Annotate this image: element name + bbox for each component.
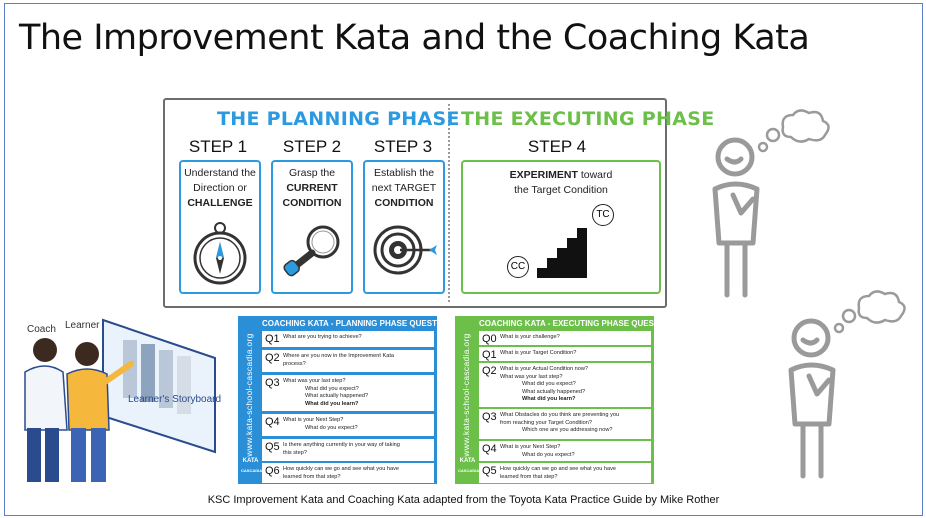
executing-questions-header: COACHING KATA - EXECUTING PHASE QUESTION… <box>479 319 679 328</box>
executing-q5: Q5 How quickly can we go and see what yo… <box>479 463 651 483</box>
step-3-line3: CONDITION <box>374 197 434 209</box>
coach-label: Coach <box>27 324 56 335</box>
executing-q4: Q4 What is your Next Step?What do you ex… <box>479 441 651 461</box>
planning-questions-header: COACHING KATA - PLANNING PHASE QUESTIONS <box>262 319 457 328</box>
step-3-card: Establish the next TARGET CONDITION <box>363 160 445 294</box>
improvement-kata-diagram: THE PLANNING PHASE THE EXECUTING PHASE S… <box>163 98 714 308</box>
slide-title: The Improvement Kata and the Coaching Ka… <box>19 18 810 58</box>
step-3-line2: next TARGET <box>371 182 437 194</box>
coaching-planning-card: COACHING KATA - PLANNING PHASE QUESTIONS… <box>238 316 457 484</box>
slide: The Improvement Kata and the Coaching Ka… <box>4 3 923 516</box>
thinking-person-icon <box>788 290 906 479</box>
coach-learner-illustration <box>24 318 216 482</box>
step-3-label: STEP 3 <box>373 137 433 156</box>
current-condition-badge: CC <box>507 256 529 278</box>
step-2-line1: Grasp the <box>288 167 336 179</box>
phase-divider <box>448 104 450 302</box>
planning-q6: Q6 How quickly can we go and see what yo… <box>262 463 434 483</box>
executing-phase-title: THE EXECUTING PHASE <box>461 108 715 130</box>
step-4-line2: the Target Condition <box>514 184 608 196</box>
step-1-label: STEP 1 <box>188 137 248 156</box>
executing-side-url: www.kata-school-cascadia.org <box>461 333 471 457</box>
target-icon <box>373 225 437 275</box>
step-4-label: STEP 4 <box>527 137 587 156</box>
step-2-line3: CONDITION <box>282 197 342 209</box>
staircase-icon <box>537 228 587 278</box>
step-4-line1-rest: toward <box>577 169 613 181</box>
planning-q2: Q2 Where are you now in the Improvement … <box>262 350 434 372</box>
planning-q4: Q4 What is your Next Step?What do you ex… <box>262 414 434 436</box>
step-1-line3: CHALLENGE <box>187 197 253 209</box>
slide-caption: KSC Improvement Kata and Coaching Kata a… <box>207 494 720 506</box>
step-1-line1: Understand the <box>184 167 256 179</box>
thinking-person-icon <box>712 109 830 298</box>
step-4-card: EXPERIMENT toward the Target Condition C… <box>461 160 661 294</box>
step-2-label: STEP 2 <box>282 137 342 156</box>
planning-phase-title: THE PLANNING PHASE <box>217 108 460 130</box>
step-3-line1: Establish the <box>373 167 435 179</box>
step-4-line1-bold: EXPERIMENT <box>509 169 578 181</box>
executing-q3: Q3 What Obstacles do you think are preve… <box>479 409 651 439</box>
compass-icon <box>193 222 247 285</box>
executing-q2: Q2 What is your Actual Condition now?Wha… <box>479 363 651 407</box>
planning-q5: Q5 Is there anything currently in your w… <box>262 439 434 461</box>
step-1-line2: Direction or <box>193 182 247 194</box>
learner-label: Learner <box>65 320 100 331</box>
planning-q3: Q3 What was your last step?What did you … <box>262 375 434 411</box>
storyboard-label: Learner's Storyboard <box>128 394 222 405</box>
planning-side-url: www.kata-school-cascadia.org <box>244 333 254 457</box>
step-2-card: Grasp the CURRENT CONDITION <box>271 160 353 294</box>
step-2-line2: CURRENT <box>286 182 338 194</box>
coaching-executing-card: COACHING KATA - EXECUTING PHASE QUESTION… <box>455 316 678 484</box>
step-1-card: Understand the Direction or CHALLENGE <box>179 160 261 294</box>
executing-q1: Q1 What is your Target Condition? <box>479 347 651 361</box>
magnifier-icon <box>283 225 340 277</box>
target-condition-badge: TC <box>592 204 614 226</box>
planning-q1: Q1 What are you trying to achieve? <box>262 331 434 347</box>
executing-q0: Q0 What is your challenge? <box>479 331 651 345</box>
